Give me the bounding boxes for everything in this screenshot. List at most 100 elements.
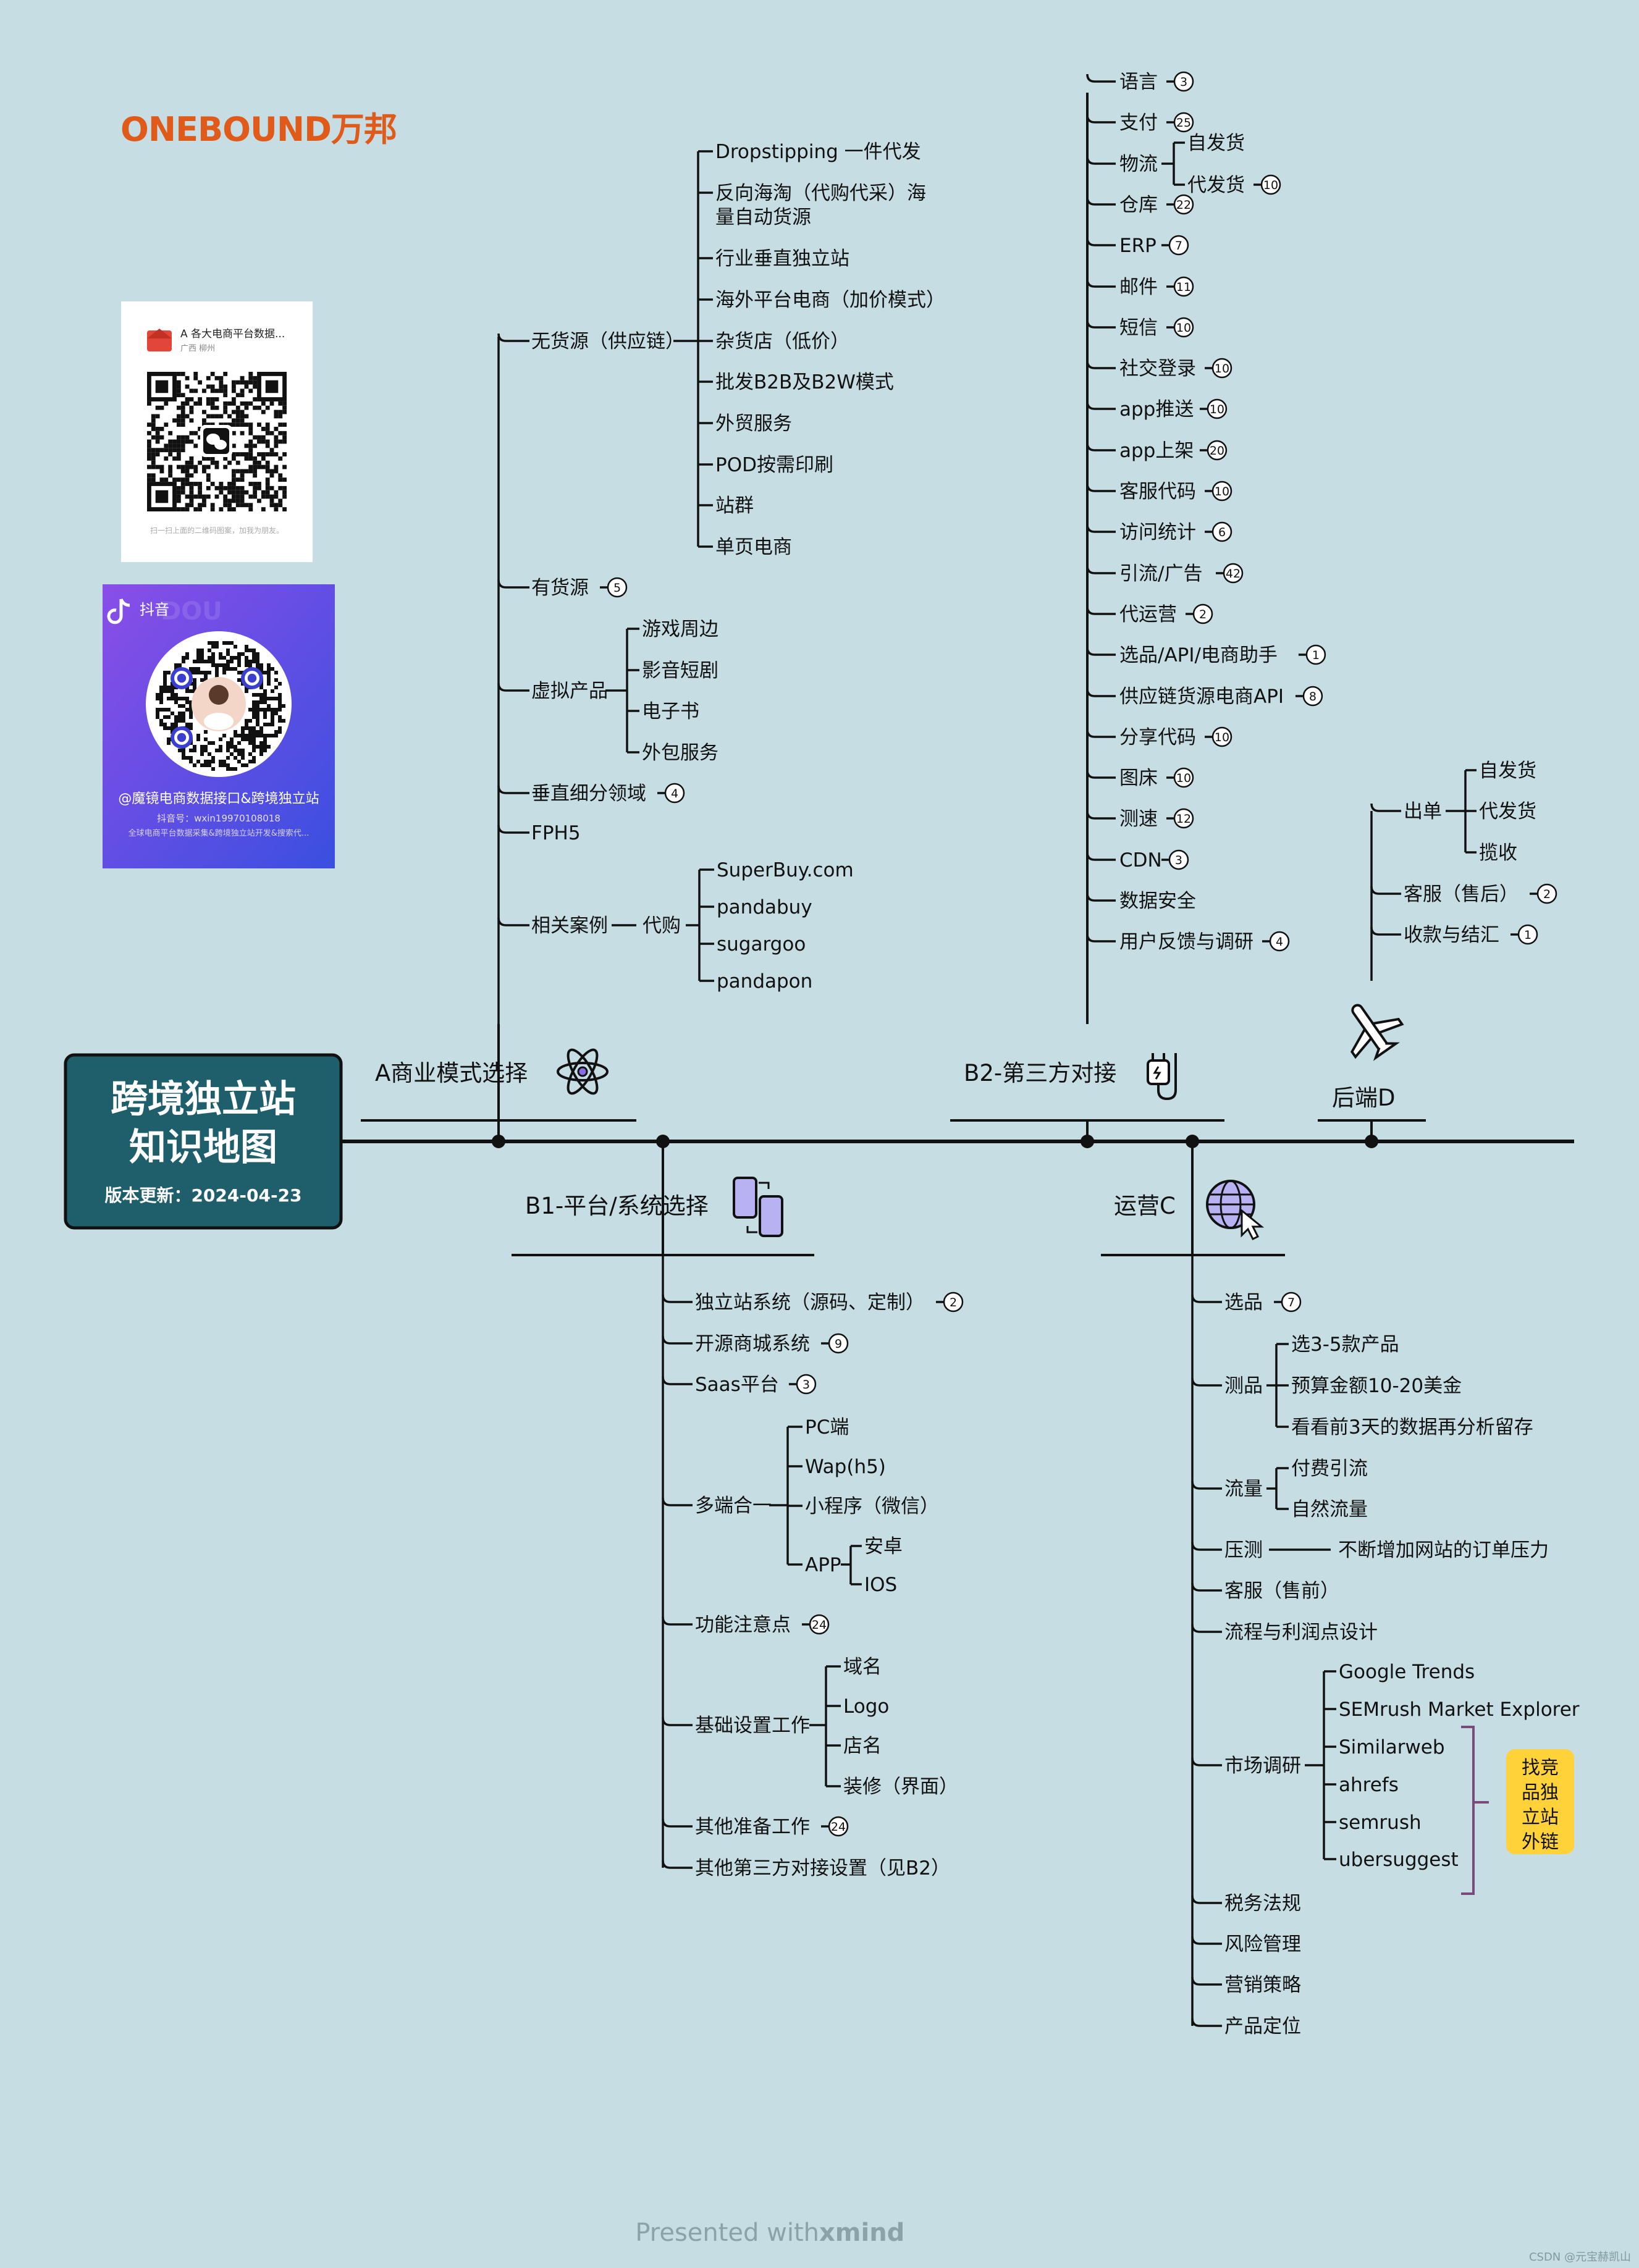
branch-C-6-child-0[interactable]: Google Trends [1339, 1661, 1475, 1683]
branch-B2-node-8[interactable]: app推送 [1119, 398, 1194, 421]
branch-A-5-child-3[interactable]: pandapon [717, 970, 812, 993]
branch-A-0-child-4[interactable]: 杂货店（低价） [715, 330, 849, 353]
branch-B2-node-15-badge[interactable]: 8 [1302, 686, 1323, 707]
branch-A-5-child-2[interactable]: sugargoo [717, 933, 806, 956]
branch-D-0-child-2[interactable]: 揽收 [1479, 842, 1517, 864]
branch-B2-2-child-1-badge[interactable]: 10 [1260, 174, 1281, 195]
branch-A-2-child-2[interactable]: 电子书 [642, 700, 699, 723]
branch-B2-node-18-badge[interactable]: 12 [1173, 808, 1194, 829]
branch-B1-3-child-1[interactable]: Wap(h5) [805, 1456, 886, 1478]
branch-B2-node-19-badge[interactable]: 3 [1168, 849, 1189, 870]
branch-C-node-6[interactable]: 市场调研 [1224, 1755, 1301, 1777]
branch-B1-node-4[interactable]: 功能注意点 [695, 1614, 791, 1636]
branch-B1-node-2[interactable]: Saas平台 [695, 1374, 779, 1396]
branch-B2-node-9-badge[interactable]: 20 [1207, 440, 1228, 461]
branch-B2-node-3[interactable]: 仓库 [1119, 194, 1158, 216]
branch-B2-node-12-badge[interactable]: 42 [1223, 563, 1244, 584]
branch-B2-node-7-badge[interactable]: 10 [1211, 358, 1232, 379]
branch-B1-5-child-2[interactable]: 店名 [843, 1735, 882, 1757]
branch-B1-node-5[interactable]: 基础设置工作 [695, 1715, 810, 1737]
branch-A-5-sub[interactable]: 代购 [643, 915, 681, 937]
branch-C-node-1[interactable]: 测品 [1224, 1375, 1263, 1397]
branch-D-node-2-badge[interactable]: 1 [1517, 924, 1538, 945]
branch-B2-node-14-badge[interactable]: 1 [1305, 644, 1326, 665]
branch-D-0-child-1[interactable]: 代发货 [1479, 800, 1536, 823]
branch-B2-node-19[interactable]: CDN [1119, 849, 1162, 872]
branch-C-node-5[interactable]: 流程与利润点设计 [1224, 1621, 1378, 1644]
branch-C-3-child-0[interactable]: 不断增加网站的订单压力 [1338, 1539, 1549, 1561]
branch-C-node-9[interactable]: 营销策略 [1224, 1974, 1301, 1996]
branch-B2-node-13-badge[interactable]: 2 [1192, 603, 1213, 624]
branch-B1-5-child-1[interactable]: Logo [843, 1695, 889, 1718]
branch-B2-node-21-badge[interactable]: 4 [1269, 931, 1290, 952]
branch-B1-node-0[interactable]: 独立站系统（源码、定制） [695, 1292, 925, 1314]
branch-B2-node-13[interactable]: 代运营 [1119, 603, 1177, 626]
branch-C-2-child-0[interactable]: 付费引流 [1291, 1458, 1368, 1480]
branch-D-node-1-badge[interactable]: 2 [1536, 883, 1557, 904]
branch-B1-3-child-3[interactable]: APP [805, 1554, 841, 1576]
branch-A-0-child-8[interactable]: 站群 [715, 495, 754, 517]
branch-C-node-0-badge[interactable]: 7 [1281, 1292, 1302, 1312]
branch-A-0-child-1[interactable]: 反向海淘（代购代采）海 [715, 182, 926, 204]
branch-A-node-1[interactable]: 有货源 [531, 577, 589, 599]
branch-B2-node-20[interactable]: 数据安全 [1119, 890, 1196, 912]
branch-C-6-child-1[interactable]: SEMrush Market Explorer [1339, 1699, 1580, 1721]
branch-B1-node-4-badge[interactable]: 24 [809, 1614, 830, 1635]
branch-A-0-child-0[interactable]: Dropstipping 一件代发 [715, 141, 921, 163]
branch-B1-node-1[interactable]: 开源商城系统 [695, 1333, 810, 1355]
branch-B1-3-child-0[interactable]: PC端 [805, 1416, 849, 1438]
branch-B2-node-21[interactable]: 用户反馈与调研 [1119, 931, 1253, 953]
branch-A-2-child-0[interactable]: 游戏周边 [642, 618, 718, 640]
branch-D-header[interactable]: 后端D [1318, 990, 1426, 1122]
branch-B1-node-6-badge[interactable]: 24 [828, 1816, 849, 1837]
branch-A-2-child-3[interactable]: 外包服务 [642, 742, 718, 764]
branch-A-0-child-9[interactable]: 单页电商 [715, 536, 792, 558]
branch-A-5-child-1[interactable]: pandabuy [717, 896, 812, 918]
branch-B2-2-child-0[interactable]: 自发货 [1187, 132, 1245, 154]
branch-B1-header[interactable]: B1-平台/系统选择 [512, 1177, 814, 1256]
branch-D-node-0[interactable]: 出单 [1404, 800, 1442, 823]
branch-A-0-child-2[interactable]: 行业垂直独立站 [715, 248, 849, 270]
branch-B2-node-11[interactable]: 访问统计 [1119, 521, 1196, 544]
branch-B1-5-child-3[interactable]: 装修（界面） [843, 1776, 958, 1798]
branch-B2-2-child-1[interactable]: 代发货 [1187, 174, 1245, 196]
branch-C-node-10[interactable]: 产品定位 [1224, 2015, 1301, 2038]
branch-B2-node-8-badge[interactable]: 10 [1207, 398, 1228, 419]
branch-D-node-2[interactable]: 收款与结汇 [1404, 924, 1499, 946]
branch-B2-node-10[interactable]: 客服代码 [1119, 481, 1196, 503]
branch-B2-node-0-badge[interactable]: 3 [1173, 71, 1194, 92]
branch-C-node-4[interactable]: 客服（售前） [1224, 1580, 1339, 1602]
branch-B2-node-12[interactable]: 引流/广告 [1119, 563, 1202, 585]
branch-C-node-8[interactable]: 风险管理 [1224, 1933, 1301, 1955]
branch-A-2-child-1[interactable]: 影音短剧 [642, 660, 718, 682]
branch-B2-node-16[interactable]: 分享代码 [1119, 726, 1196, 749]
branch-C-node-7[interactable]: 税务法规 [1224, 1892, 1301, 1915]
branch-A-node-1-badge[interactable]: 5 [607, 577, 628, 598]
branch-A-node-0[interactable]: 无货源（供应链） [531, 330, 685, 353]
branch-D-0-child-0[interactable]: 自发货 [1479, 760, 1536, 782]
branch-B2-node-5[interactable]: 邮件 [1119, 276, 1158, 298]
branch-B2-header[interactable]: B2-第三方对接 [950, 1053, 1224, 1122]
branch-A-node-5[interactable]: 相关案例 [531, 915, 608, 937]
branch-B1-3-3-child-0[interactable]: 安卓 [864, 1535, 903, 1558]
branch-B1-3-3-child-1[interactable]: IOS [864, 1574, 897, 1596]
branch-B2-node-0[interactable]: 语言 [1119, 71, 1158, 93]
branch-A-0-child-5[interactable]: 批发B2B及B2W模式 [715, 371, 894, 393]
branch-B1-5-child-0[interactable]: 域名 [843, 1656, 882, 1678]
branch-B2-node-10-badge[interactable]: 10 [1211, 481, 1232, 502]
branch-C-6-child-2[interactable]: Similarweb [1339, 1736, 1445, 1758]
branch-B1-node-3[interactable]: 多端合一 [695, 1495, 772, 1517]
branch-B2-node-17-badge[interactable]: 10 [1173, 767, 1194, 788]
branch-B1-node-1-badge[interactable]: 9 [828, 1333, 849, 1354]
branch-B2-node-6[interactable]: 短信 [1119, 317, 1158, 339]
branch-B1-node-7[interactable]: 其他第三方对接设置（见B2） [695, 1857, 950, 1880]
branch-A-node-2[interactable]: 虚拟产品 [531, 680, 608, 702]
branch-A-5-child-0[interactable]: SuperBuy.com [717, 859, 854, 881]
branch-B2-node-9[interactable]: app上架 [1119, 440, 1194, 462]
branch-B2-node-1[interactable]: 支付 [1119, 112, 1158, 134]
branch-C-1-child-2[interactable]: 看看前3天的数据再分析留存 [1291, 1416, 1533, 1438]
branch-A-0-child-6[interactable]: 外贸服务 [715, 413, 792, 435]
branch-B2-node-7[interactable]: 社交登录 [1119, 358, 1196, 380]
branch-B1-node-0-badge[interactable]: 2 [943, 1292, 964, 1312]
branch-B1-node-6[interactable]: 其他准备工作 [695, 1816, 810, 1838]
